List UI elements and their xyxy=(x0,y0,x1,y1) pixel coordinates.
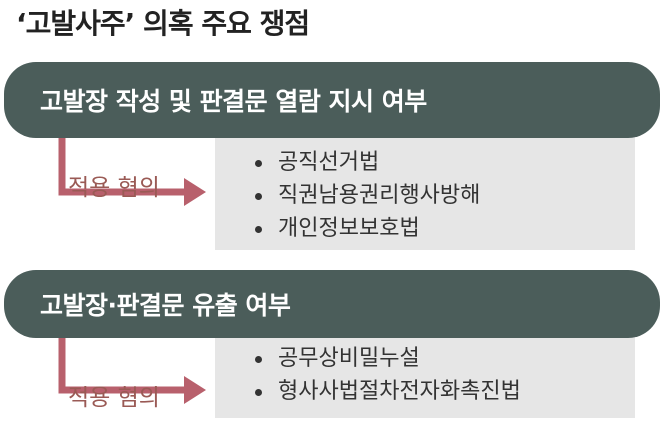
bullet-icon xyxy=(255,192,262,200)
list-item: 공무상비밀누설 xyxy=(255,342,521,375)
charges-list-1: 공직선거법 직권남용권리행사방해 개인정보보호법 xyxy=(255,146,480,245)
list-item: 형사사법절차전자화촉진법 xyxy=(255,375,521,408)
arrow-icon xyxy=(58,138,206,206)
charges-list-2: 공무상비밀누설 형사사법절차전자화촉진법 xyxy=(255,342,521,408)
bullet-icon xyxy=(255,355,262,363)
arrow-icon xyxy=(58,338,206,404)
section-heading-2: 고발장·판결문 유출 여부 xyxy=(4,270,660,338)
list-item: 공직선거법 xyxy=(255,146,480,179)
charges-box-2 xyxy=(215,334,635,418)
page-title: ‘고발사주’ 의혹 주요 쟁점 xyxy=(16,7,310,40)
list-item: 직권남용권리행사방해 xyxy=(255,179,480,212)
list-item: 개인정보보호법 xyxy=(255,212,480,245)
bullet-icon xyxy=(255,225,262,233)
applied-charges-label-1: 적용 혐의 xyxy=(68,175,160,201)
charges-box-1 xyxy=(215,136,635,250)
applied-charges-label-2: 적용 혐의 xyxy=(68,385,160,411)
bullet-icon xyxy=(255,388,262,396)
bullet-icon xyxy=(255,159,262,167)
section-heading-1: 고발장 작성 및 판결문 열람 지시 여부 xyxy=(4,62,660,138)
